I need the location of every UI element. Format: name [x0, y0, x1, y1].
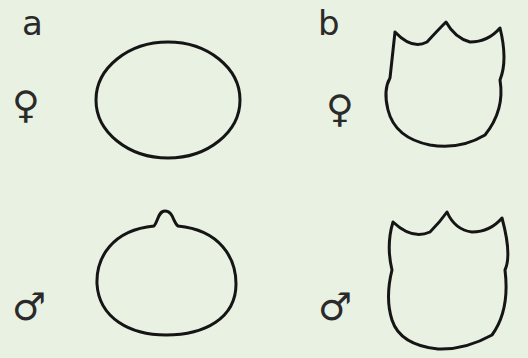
panel-letter: b	[318, 6, 340, 40]
female-outline-b	[386, 22, 504, 146]
female-symbol: ♀	[12, 86, 40, 124]
female-symbol: ♀	[326, 90, 354, 128]
female-outline-a	[96, 42, 240, 158]
male-outline-b	[389, 212, 508, 349]
panel-letter: a	[22, 6, 43, 40]
male-outline-a	[97, 211, 236, 335]
male-symbol: ♂	[318, 288, 352, 326]
male-symbol: ♂	[12, 288, 46, 326]
